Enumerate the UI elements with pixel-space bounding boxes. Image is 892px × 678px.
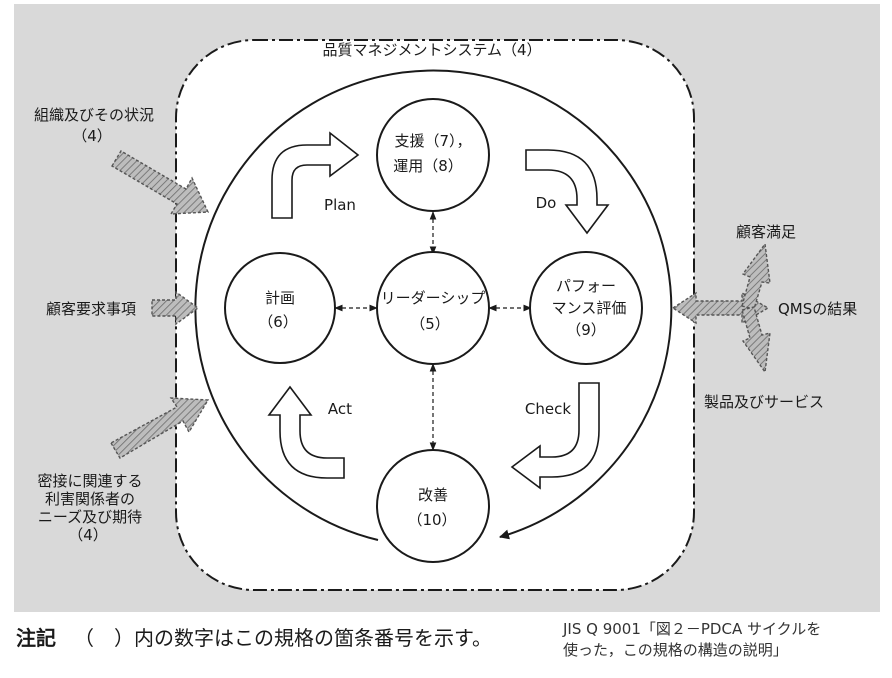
footer-note: 注記 （ ）内の数字はこの規格の箇条番号を示す。 xyxy=(16,622,492,651)
node-leadership: リーダーシップ （5） xyxy=(376,251,490,365)
parties-label-line3: ニーズ及び期待 xyxy=(38,508,142,526)
results-label: QMSの結果 xyxy=(778,300,857,318)
plan-arrow xyxy=(271,131,360,219)
parties-label-line2: 利害関係者の xyxy=(45,490,135,508)
node-performance-line1: パフォー xyxy=(556,277,616,295)
note-text: （ ）内の数字はこの規格の箇条番号を示す。 xyxy=(74,626,492,650)
node-leadership-line2: （5） xyxy=(410,315,450,333)
act-arrow xyxy=(267,385,345,479)
node-improvement-line2: （10） xyxy=(407,511,456,529)
do-label: Do xyxy=(536,194,557,212)
parties-label-line1: 密接に関連する xyxy=(37,472,142,490)
check-arrow xyxy=(510,382,600,490)
context-input-arrow xyxy=(111,150,210,215)
parties-input-arrow xyxy=(110,397,210,459)
context-label-line1: 組織及びその状況 xyxy=(34,106,154,124)
node-leadership-line1: リーダーシップ xyxy=(381,289,486,307)
node-plan: 計画 （6） xyxy=(224,252,336,364)
node-plan-line1: 計画 xyxy=(265,289,295,307)
node-connectors xyxy=(334,211,532,451)
cycle-circle xyxy=(194,69,673,541)
context-label-line2: （4） xyxy=(72,127,112,145)
node-support-line2: 運用（8） xyxy=(393,157,463,175)
node-performance-line3: （9） xyxy=(566,321,606,339)
act-label: Act xyxy=(328,400,352,418)
node-performance: パフォー マンス評価 （9） xyxy=(529,251,643,365)
node-performance-line2: マンス評価 xyxy=(552,299,627,317)
system-label: 品質マネジメントシステム（4） xyxy=(322,41,541,59)
requirements-label: 顧客要求事項 xyxy=(46,300,136,318)
node-support: 支援（7）， 運用（8） xyxy=(376,98,490,212)
products-output-arrow xyxy=(741,306,771,374)
node-support-line1: 支援（7）， xyxy=(394,132,471,150)
requirements-input-arrow xyxy=(151,290,200,326)
do-arrow xyxy=(525,149,610,235)
satisfaction-label: 顧客満足 xyxy=(736,223,796,241)
note-label: 注記 xyxy=(16,626,56,650)
source-line2: 使った，この規格の構造の説明」 xyxy=(563,641,788,659)
node-improvement: 改善 （10） xyxy=(376,449,490,563)
source-citation: JIS Q 9001「図２－PDCA サイクルを 使った，この規格の構造の説明」 xyxy=(563,619,881,661)
products-label: 製品及びサービス xyxy=(704,393,824,411)
node-improvement-line1: 改善 xyxy=(418,486,448,504)
satisfaction-output-arrow xyxy=(741,242,771,310)
node-plan-line2: （6） xyxy=(258,313,298,331)
source-line1: JIS Q 9001「図２－PDCA サイクルを xyxy=(563,620,822,638)
plan-label: Plan xyxy=(324,196,356,214)
parties-label-line4: （4） xyxy=(68,526,108,544)
check-label: Check xyxy=(525,400,571,418)
